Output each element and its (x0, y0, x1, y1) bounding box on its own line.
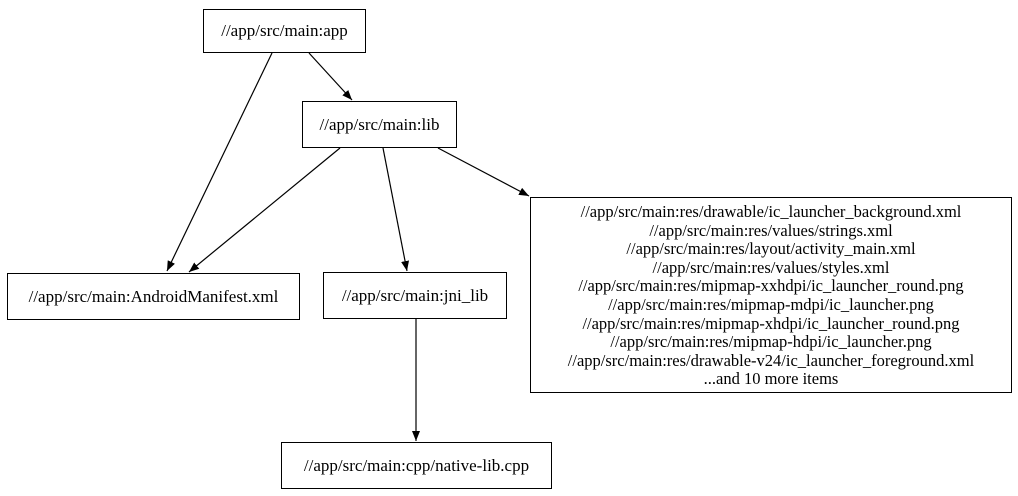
edge-lib-to-res-group (437, 147, 530, 197)
graph-node-jni-lib-label: //app/src/main:jni_lib (341, 285, 489, 305)
edge-lib-to-jni-lib (382, 147, 410, 272)
graph-node-lib-label: //app/src/main:lib (319, 114, 440, 134)
graph-node-app: //app/src/main:app (203, 9, 366, 53)
res-group-line: //app/src/main:res/layout/activity_main.… (626, 239, 916, 259)
graph-node-lib: //app/src/main:lib (302, 101, 457, 148)
graph-node-app-label: //app/src/main:app (221, 21, 348, 41)
res-group-line: //app/src/main:res/values/styles.xml (652, 257, 890, 277)
edge-lib-to-manifest (188, 147, 341, 273)
res-group-line: //app/src/main:res/mipmap-mdpi/ic_launch… (608, 294, 934, 314)
graph-node-native-lib-cpp: //app/src/main:cpp/native-lib.cpp (281, 442, 552, 489)
res-group-line: //app/src/main:res/drawable/ic_launcher_… (580, 202, 962, 221)
res-group-line: //app/src/main:res/values/strings.xml (649, 220, 893, 240)
graph-node-android-manifest-label: //app/src/main:AndroidManifest.xml (28, 286, 279, 306)
res-group-line: //app/src/main:res/drawable-v24/ic_launc… (567, 350, 975, 370)
edge-app-to-manifest (166, 52, 273, 272)
graph-node-android-manifest: //app/src/main:AndroidManifest.xml (7, 273, 300, 320)
graph-node-res-group: //app/src/main:res/drawable/ic_launcher_… (530, 197, 1012, 393)
edge-app-to-lib (308, 52, 353, 101)
graph-node-jni-lib: //app/src/main:jni_lib (323, 272, 507, 319)
res-group-line: //app/src/main:res/mipmap-xxhdpi/ic_laun… (578, 276, 964, 296)
res-group-line: //app/src/main:res/mipmap-hdpi/ic_launch… (610, 332, 932, 352)
res-group-more-items: ...and 10 more items (703, 369, 839, 389)
graph-node-native-lib-cpp-label: //app/src/main:cpp/native-lib.cpp (303, 455, 530, 475)
res-group-line: //app/src/main:res/mipmap-xhdpi/ic_launc… (582, 313, 960, 333)
